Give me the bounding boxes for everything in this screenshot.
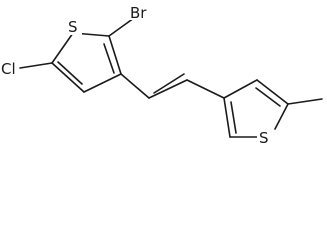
bond-s-c5p xyxy=(274,103,289,130)
atom-label-chlorine: Cl xyxy=(1,60,16,78)
bond-vinyl-double-inner xyxy=(153,73,185,94)
bond-c5p-c4p xyxy=(256,79,289,105)
vinylene-linker xyxy=(120,73,225,99)
bond-c4-c5-inner xyxy=(57,61,83,85)
bond-c5p-c4p-inner xyxy=(255,87,281,107)
bond-c5p-methyl xyxy=(287,98,323,105)
left-thiophene-ring xyxy=(51,32,122,93)
bond-vinyl-c4prime xyxy=(186,79,225,99)
bond-c4-c5 xyxy=(51,62,85,93)
atom-label-bromine: Br xyxy=(130,4,147,22)
right-thiophene-ring xyxy=(223,79,289,138)
bond-c4p-c3p xyxy=(223,79,258,99)
bond-c5-s1 xyxy=(51,32,74,64)
bond-c2-c3 xyxy=(108,35,122,75)
atom-label-sulfur-right: S xyxy=(259,129,269,147)
bond-c2-br xyxy=(108,17,135,37)
bond-vinyl-double xyxy=(148,79,188,99)
bond-c3-vinyl xyxy=(120,73,150,99)
bond-c2-c3-inner xyxy=(103,43,115,74)
bond-c3p-c2p-inner xyxy=(230,101,237,134)
bond-c5-cl xyxy=(19,62,53,69)
bond-c3-c4 xyxy=(83,73,122,93)
molecule-structure: S Br Cl S xyxy=(0,3,323,147)
atom-label-sulfur-left: S xyxy=(68,18,78,36)
bond-c3p-c2p xyxy=(223,97,231,138)
